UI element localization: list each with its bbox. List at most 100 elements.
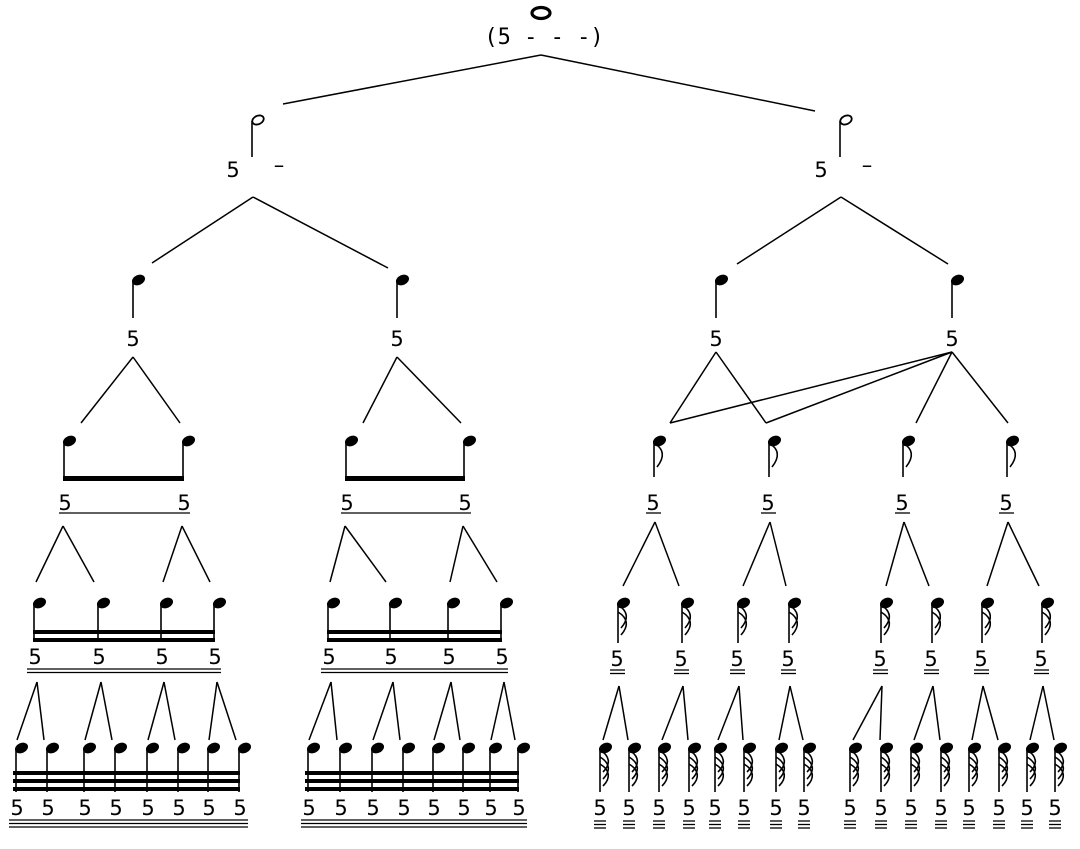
thirty-second-digit: 5 [172,796,185,820]
thirty-second-digit: 5 [708,796,721,820]
connector-line [669,351,717,424]
thirty-second-digit: 5 [874,796,887,820]
note-flag [775,749,786,773]
note-flag [803,756,814,780]
connector-line [162,525,183,583]
half-quarter-line [252,196,389,269]
connector-line [986,521,1009,587]
thirty-second-digit: 5 [233,796,246,820]
eighth-beam [345,476,465,481]
thirty-second-digit: 5 [769,796,782,820]
thirty-second-digit: 5 [843,796,856,820]
connector-line [738,685,744,741]
note-flag [1054,756,1065,780]
connector-line [329,525,346,583]
note-flag [849,756,860,780]
thirty-second-beam [13,779,240,783]
note-flag [617,604,628,629]
sixteenth-digit: 5 [28,645,41,669]
connector-line [852,685,883,741]
sixteenth-digit: 5 [674,647,687,671]
note-flag [880,749,891,773]
connector-line [181,525,211,583]
connector-line [789,685,804,741]
note-flag [743,756,754,780]
sixteenth-digit: 5 [873,647,886,671]
thirty-second-beam [13,771,240,775]
note-flag [1026,756,1037,780]
connector-line [362,356,398,424]
note-flag [1041,611,1052,636]
note-flag [599,763,610,787]
connector-line [913,685,934,741]
eighth-digit: 5 [646,491,659,515]
note-flag [714,749,725,773]
thirty-second-digit: 5 [622,796,635,820]
half-digit-0: 5 [226,158,239,182]
thirty-second-digit: 5 [366,796,379,820]
note-glyphs [13,5,1068,792]
note-flag [653,442,664,468]
thirty-second-digit: 5 [593,796,606,820]
connector-line [163,681,176,741]
note-flag [803,749,814,773]
note-flag [599,756,610,780]
eighth-digit: 5 [58,491,71,515]
eighth-digit: 5 [177,491,190,515]
root-label: (5 - - -) [484,25,603,50]
eighth-digit: 5 [458,491,471,515]
thirty-second-digit: 5 [427,796,440,820]
note-flag [1054,749,1065,773]
half-digit-1: 5 [814,158,827,182]
note-flag [880,756,891,780]
connector-line [449,525,464,583]
note-flag [940,756,951,780]
thirty-second-digit: 5 [141,796,154,820]
note-flag [803,763,814,787]
note-flag [681,611,692,636]
note-flag [688,756,699,780]
connector-line [769,521,787,587]
note-flag [1026,749,1037,773]
connector-line [396,356,462,424]
note-flag [599,749,610,773]
note-flag [931,611,942,636]
thirty-second-beam [305,787,519,791]
connector-line [1042,685,1055,741]
connector-line [879,685,883,741]
thirty-second-digit: 5 [992,796,1005,820]
note-flag [880,763,891,787]
quarter-digit-0: 5 [126,327,139,351]
note-flag [940,749,951,773]
note-flag [628,749,639,773]
sixteenth-digit: 5 [155,645,168,669]
eighth-digit: 5 [895,491,908,515]
connector-line [490,681,505,741]
note-flag [681,604,692,629]
note-flag [968,763,979,787]
thirty-second-digit: 5 [10,796,23,820]
connector-line [132,356,181,424]
thirty-second-digit: 5 [397,796,410,820]
connector-line [80,356,134,424]
note-flag [714,763,725,787]
connector-line [216,681,237,741]
connector-line [433,681,452,741]
connector-line [903,521,930,587]
connector-line [715,351,767,424]
half-quarter-line [151,196,254,264]
quarter-digit-1: 5 [390,327,403,351]
thirty-second-digit: 5 [457,796,470,820]
sixteenth-digit: 5 [924,647,937,671]
sixteenth-digit: 5 [781,647,794,671]
connector-line [147,681,165,741]
note-flag [880,604,891,629]
sixteenth-beam [327,630,502,634]
note-flag [1041,604,1052,629]
connector-line [100,681,113,741]
thirty-second-digit: 5 [797,796,810,820]
note-flag [658,749,669,773]
note-flag [931,604,942,629]
connector-line [35,525,64,583]
